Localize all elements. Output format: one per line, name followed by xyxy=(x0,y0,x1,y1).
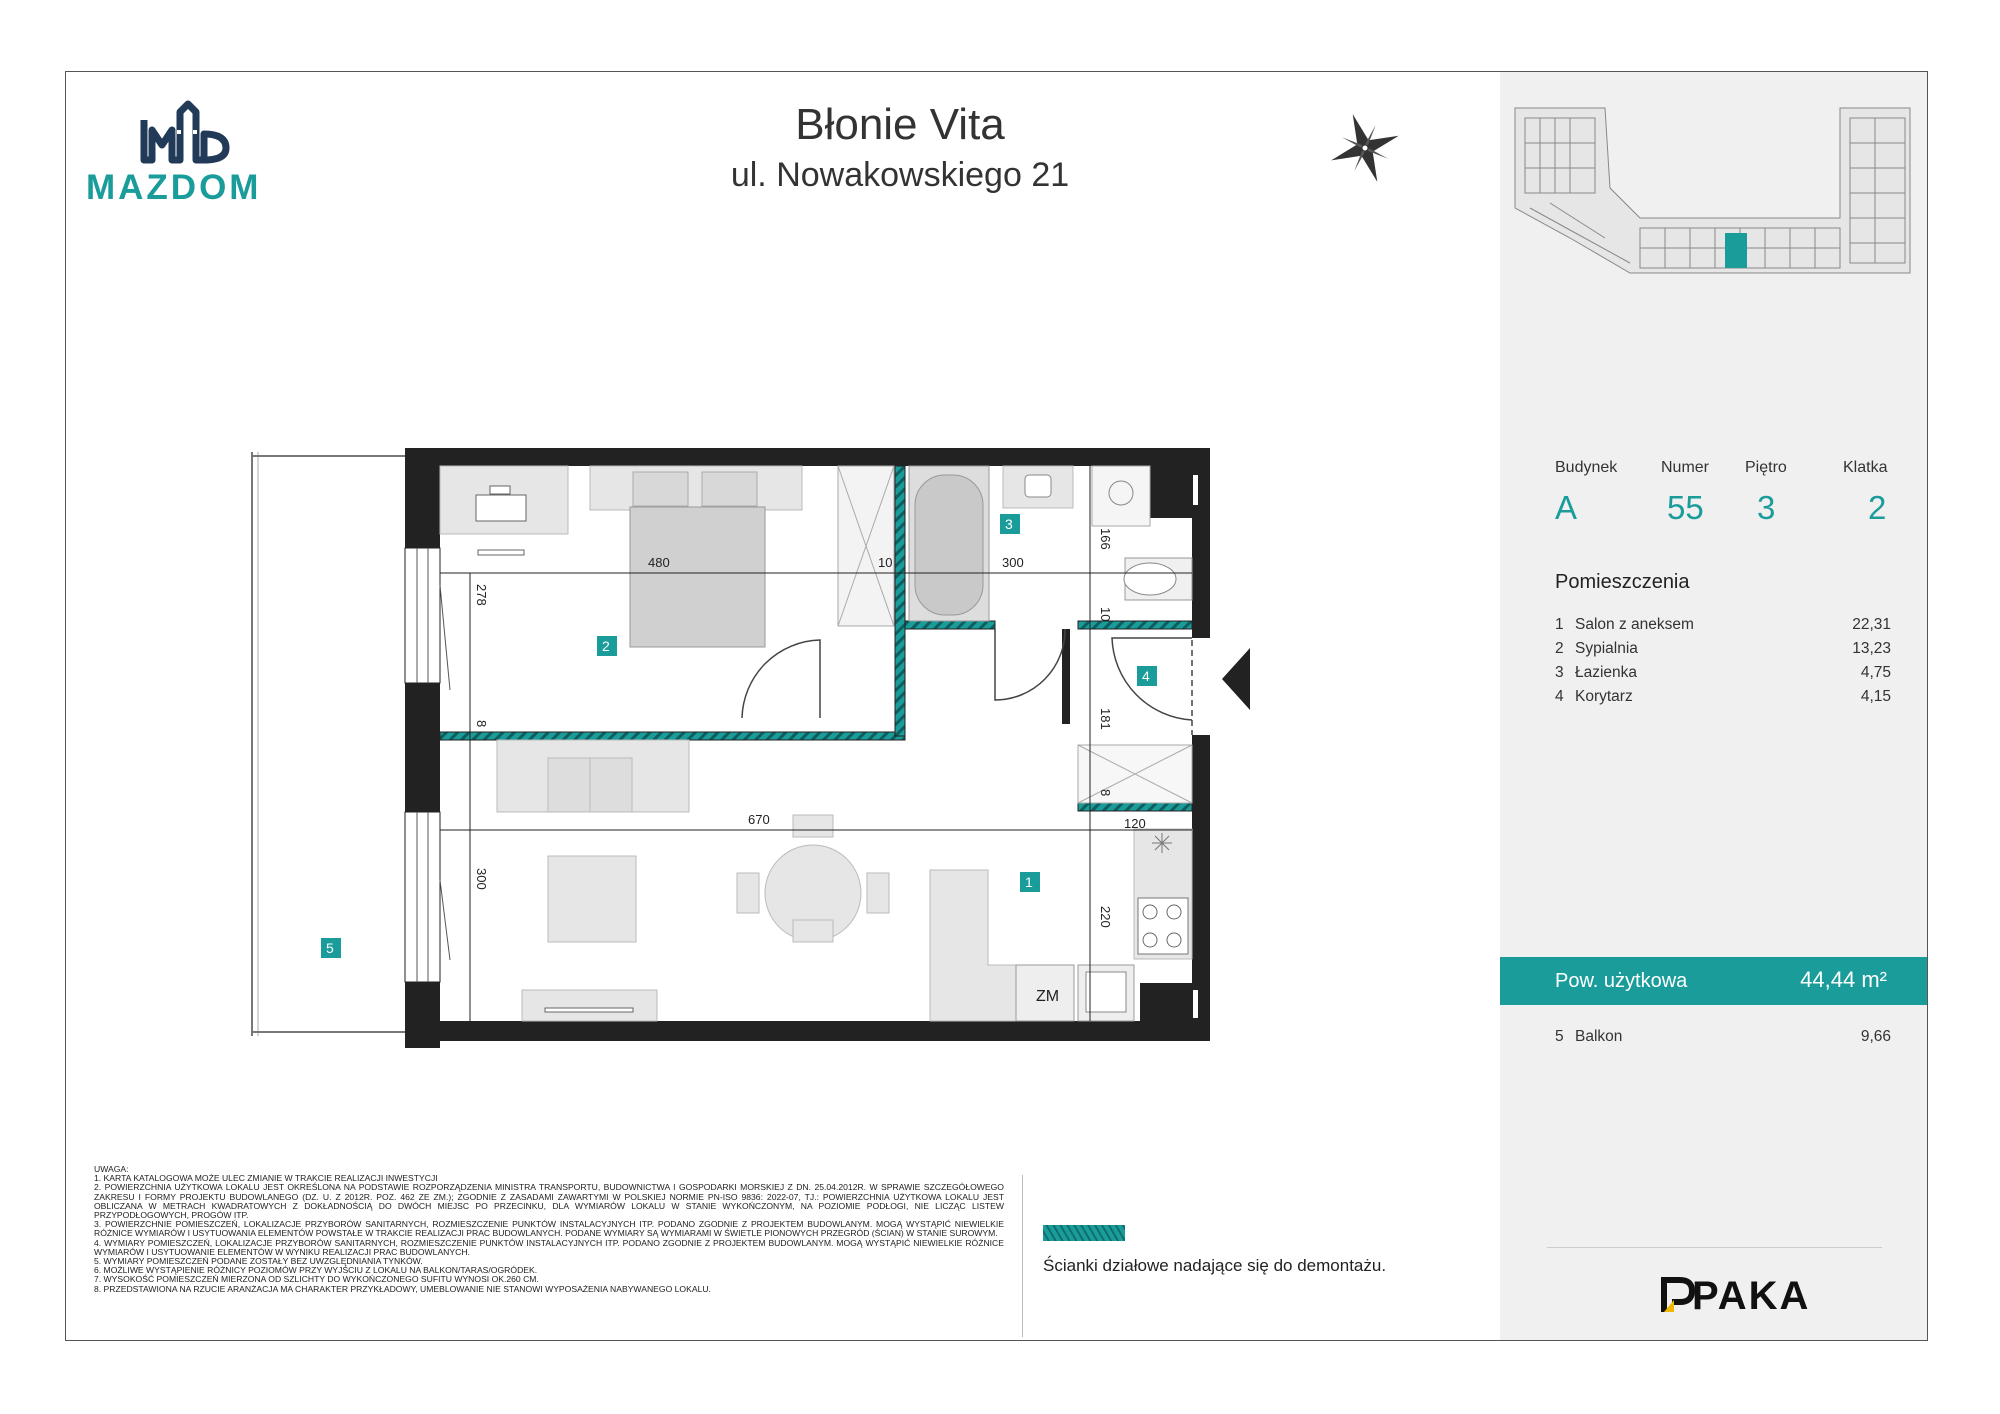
interior-walls xyxy=(439,465,1193,812)
bed xyxy=(629,506,766,648)
floor-plan: ZM 480 10 300 166 278 10 181 8 670 120 3… xyxy=(251,448,1250,1048)
paka-logo-mark xyxy=(1661,1277,1696,1312)
room-badge-5: 5 xyxy=(326,940,334,956)
dim-label: 181 xyxy=(1098,708,1113,730)
dim-label: 670 xyxy=(748,812,770,827)
room-area: 4,15 xyxy=(1860,688,1891,705)
dim-label: 10 xyxy=(878,555,892,570)
balcony-number: 5 xyxy=(1555,1028,1564,1045)
room-badges: 1 2 3 4 5 xyxy=(321,514,1157,958)
label-building: Budynek xyxy=(1555,459,1618,476)
room-badge-1: 1 xyxy=(1025,874,1033,890)
paka-logo: PAKA xyxy=(1660,1272,1810,1321)
note-line: 8. PRZEDSTAWIONA NA RZUCIE ARANŻACJA MA … xyxy=(94,1283,711,1294)
room-number: 1 xyxy=(1555,616,1564,633)
label-number: Numer xyxy=(1661,459,1710,476)
rooms-heading: Pomieszczenia xyxy=(1555,571,1690,593)
apartment-highlight xyxy=(1725,233,1747,268)
value-floor: 3 xyxy=(1757,489,1776,526)
project-title: Błonie Vita xyxy=(795,100,1005,149)
mazdom-logo xyxy=(86,90,306,200)
note-line: 7. WYSOKOŚĆ POMIESZCZEŃ MIERZONA OD SZLI… xyxy=(94,1274,539,1285)
window xyxy=(404,547,451,691)
legend-hatch-swatch xyxy=(1043,1225,1125,1241)
value-number: 55 xyxy=(1667,489,1704,526)
room-name: Łazienka xyxy=(1575,664,1638,681)
room-badge-2: 2 xyxy=(602,638,610,654)
dim-label: 10 xyxy=(1098,607,1113,621)
zm-label: ZM xyxy=(1036,988,1059,1005)
room-name: Korytarz xyxy=(1575,688,1633,705)
room-area: 4,75 xyxy=(1860,664,1891,681)
dimension-labels: 480 10 300 166 278 10 181 8 670 120 300 … xyxy=(474,528,1146,928)
dim-label: 166 xyxy=(1098,528,1113,550)
room-area: 13,23 xyxy=(1852,640,1891,657)
legend-divider xyxy=(1022,1175,1023,1337)
list-item: 1 Salon z aneksem 22,31 xyxy=(1555,616,1891,640)
sidebar-divider xyxy=(1547,1247,1882,1248)
entrance-arrow-icon xyxy=(1222,648,1250,710)
note-line: 4. WYMIARY POMIESZCZEŃ, LOKALIZACJE PRZY… xyxy=(94,1237,1004,1257)
room-badge-4: 4 xyxy=(1142,668,1150,684)
bed-headboard xyxy=(589,465,803,511)
dim-label: 300 xyxy=(1002,555,1024,570)
room-number: 4 xyxy=(1555,688,1564,705)
compass-rose-icon xyxy=(1310,108,1420,193)
door xyxy=(741,628,1193,735)
dim-label: 480 xyxy=(648,555,670,570)
building-key-plan xyxy=(1510,98,1920,293)
note-line: UWAGA: xyxy=(94,1164,129,1174)
room-badge-3: 3 xyxy=(1005,516,1013,532)
paka-logo-text: PAKA xyxy=(1692,1274,1811,1318)
dimension-lines xyxy=(440,466,1192,1021)
usable-area-label: Pow. użytkowa xyxy=(1555,970,1688,992)
coffee-table xyxy=(547,855,637,943)
value-building: A xyxy=(1555,489,1578,526)
note-line: 3. POWIERZCHNIE POMIESZCZEŃ, LOKALIZACJE… xyxy=(94,1219,1004,1239)
balcony-name: Balkon xyxy=(1575,1028,1623,1045)
note-line: 5. WYMIARY POMIESZCZEŃ PODANE ZOSTAŁY BE… xyxy=(94,1256,423,1267)
label-staircase: Klatka xyxy=(1843,459,1888,476)
list-item: 4 Korytarz 4,15 xyxy=(1555,688,1891,712)
usable-area-band: Pow. użytkowa 44,44 m² xyxy=(1500,957,1927,1005)
note-line: 6. MOŻLIWE WYSTĄPIENIE RÓŻNICY POZIOMÓW … xyxy=(94,1265,538,1276)
value-staircase: 2 xyxy=(1868,489,1887,526)
tv-cabinet xyxy=(521,989,658,1022)
usable-area-value: 44,44 m² xyxy=(1800,967,1887,992)
dim-label: 8 xyxy=(474,720,489,727)
sheet-frame xyxy=(65,71,1928,1341)
legend-text: Ścianki działowe nadające się do demonta… xyxy=(1043,1256,1387,1275)
room-number: 2 xyxy=(1555,640,1564,657)
dim-label: 300 xyxy=(474,868,489,890)
project-address: ul. Nowakowskiego 21 xyxy=(730,156,1070,194)
dim-label: 278 xyxy=(474,584,489,606)
balcony-area: 9,66 xyxy=(1860,1028,1891,1045)
kitchen-island xyxy=(929,869,1017,1022)
list-item: 2 Sypialnia 13,23 xyxy=(1555,640,1891,664)
room-name: Sypialnia xyxy=(1575,640,1638,657)
dim-label: 220 xyxy=(1098,906,1113,928)
dim-label: 120 xyxy=(1124,816,1146,831)
note-line: 2. POWIERZCHNIA UŻYTKOWA LOKALU JEST OKR… xyxy=(94,1182,1004,1221)
list-item: 3 Łazienka 4,75 xyxy=(1555,664,1891,688)
label-floor: Piętro xyxy=(1745,459,1787,476)
room-number: 3 xyxy=(1555,664,1564,681)
mazdom-logo-mark xyxy=(140,100,230,164)
mazdom-logo-text: MAZDOM xyxy=(86,168,262,207)
notes-block: UWAGA: 1. KARTA KATALOGOWA MOŻE ULEC ZMI… xyxy=(94,1164,1004,1294)
rooms-list: 1 Salon z aneksem 22,31 2 Sypialnia 13,2… xyxy=(1555,616,1891,712)
balcony-outline xyxy=(251,452,405,1036)
window xyxy=(404,811,451,983)
balcony-row: 5 Balkon 9,66 xyxy=(1555,1028,1891,1052)
dim-label: 8 xyxy=(1098,789,1113,796)
info-sidebar xyxy=(1500,72,1927,1340)
note-line: 1. KARTA KATALOGOWA MOŻE ULEC ZMIANIE W … xyxy=(94,1173,438,1184)
room-area: 22,31 xyxy=(1852,616,1891,633)
room-name: Salon z aneksem xyxy=(1575,616,1694,633)
furniture xyxy=(439,465,1193,1022)
